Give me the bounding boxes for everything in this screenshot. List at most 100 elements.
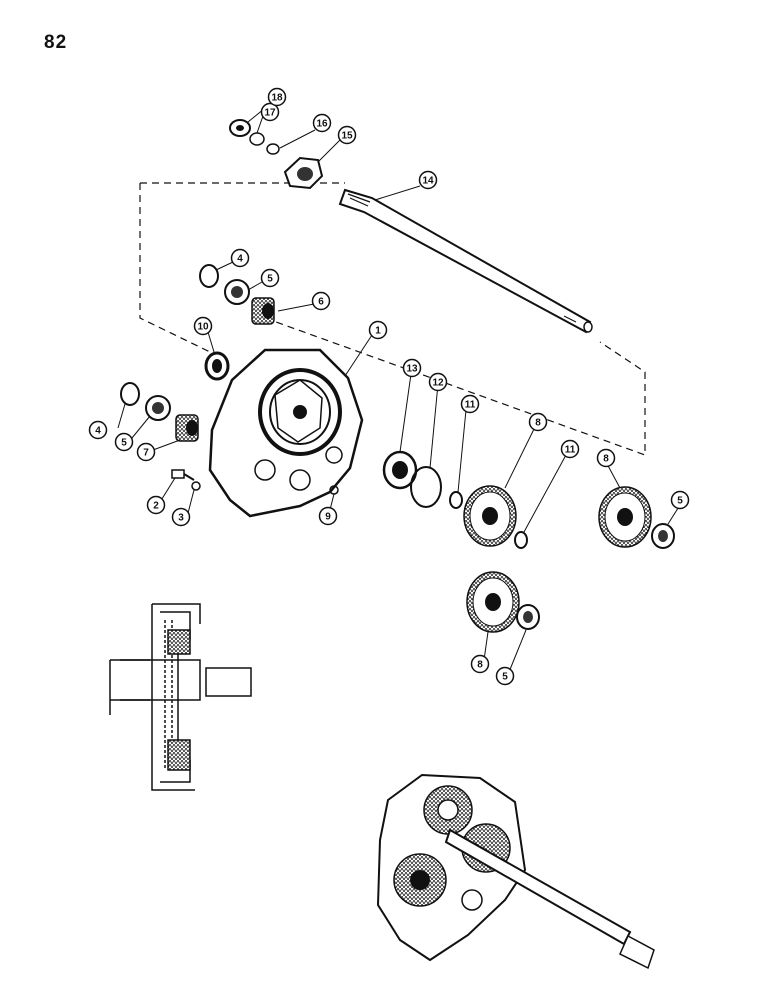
callout-c15: 15 (337, 125, 357, 145)
callout-c11a: 11 (460, 394, 480, 414)
callout-c11b: 11 (560, 439, 580, 459)
callout-c12: 12 (428, 372, 448, 392)
callout-number: 9 (325, 512, 331, 523)
callout-c8b: 8 (596, 448, 616, 468)
bearing-icon (224, 279, 250, 305)
callout-c9: 9 (318, 506, 338, 526)
snap-ring-icon (410, 466, 442, 508)
washer-icon (249, 132, 265, 146)
callout-c1: 1 (368, 320, 388, 340)
callout-number: 8 (535, 418, 541, 429)
assembled-gearbox-view (376, 773, 655, 970)
callout-c14: 14 (418, 170, 438, 190)
callout-circle (114, 432, 134, 452)
callout-number: 4 (237, 254, 243, 265)
callout-c10: 10 (193, 316, 213, 336)
snap-ring-icon (514, 531, 528, 549)
callout-circle (495, 666, 515, 686)
nut-icon (229, 119, 251, 137)
callout-c13: 13 (402, 358, 422, 378)
snap-ring-icon (266, 143, 280, 155)
spur-gear-icon (466, 571, 520, 633)
callout-c5b: 5 (114, 432, 134, 452)
callout-number: 15 (341, 131, 353, 142)
callout-number: 18 (271, 93, 283, 104)
callout-number: 5 (267, 274, 273, 285)
callout-circle (230, 248, 250, 268)
callout-number: 5 (121, 438, 127, 449)
callout-circle (136, 442, 156, 462)
bearing-icon (516, 604, 540, 630)
spur-gear-icon (598, 486, 652, 548)
callout-c4a: 4 (230, 248, 250, 268)
output-shaft-icon (338, 188, 593, 334)
callout-number: 10 (197, 322, 209, 333)
callout-circle (418, 170, 438, 190)
callout-number: 16 (316, 119, 328, 130)
bolt-icon (171, 469, 195, 481)
callout-circle (260, 268, 280, 288)
bearing-icon (382, 450, 418, 490)
callout-circle (311, 291, 331, 311)
callout-c8a: 8 (528, 412, 548, 432)
callout-circle (193, 316, 213, 336)
callout-circle (260, 102, 280, 122)
callout-c8c: 8 (470, 654, 490, 674)
callout-circle (470, 654, 490, 674)
cross-section-view (109, 603, 252, 791)
bearing-icon (145, 395, 171, 421)
callout-circle (88, 420, 108, 440)
callout-number: 7 (143, 448, 149, 459)
callout-c6: 6 (311, 291, 331, 311)
callout-number: 4 (95, 426, 101, 437)
callout-number: 11 (465, 400, 476, 411)
retaining-ring-icon (120, 382, 140, 406)
callout-number: 1 (375, 326, 381, 337)
callout-circle (560, 439, 580, 459)
callout-c18: 18 (267, 87, 287, 107)
lock-washer-icon (191, 481, 201, 491)
leader-lines (117, 103, 681, 673)
callout-c2: 2 (146, 495, 166, 515)
yoke-icon (283, 156, 324, 190)
callout-number: 6 (318, 297, 324, 308)
callout-number: 8 (477, 660, 483, 671)
callout-number: 17 (264, 108, 276, 119)
callout-circle (312, 113, 332, 133)
callout-number: 11 (565, 445, 576, 456)
callout-circle (146, 495, 166, 515)
callout-circle (171, 507, 191, 527)
callout-number: 5 (502, 672, 508, 683)
callout-number: 2 (153, 501, 159, 512)
callout-c16: 16 (312, 113, 332, 133)
callout-c5c: 5 (495, 666, 515, 686)
callout-circle (528, 412, 548, 432)
pinion-gear-icon (251, 297, 275, 325)
callout-circle (460, 394, 480, 414)
callout-circle (337, 125, 357, 145)
page-number: 82 (44, 32, 68, 53)
callout-c5d: 5 (670, 490, 690, 510)
pinion-gear-icon (175, 414, 199, 442)
callout-number: 5 (677, 496, 683, 507)
callout-number: 13 (406, 364, 418, 375)
snap-ring-icon (449, 491, 463, 509)
retaining-ring-icon (199, 264, 219, 288)
callout-circle (402, 358, 422, 378)
callout-c3: 3 (171, 507, 191, 527)
callout-circle (368, 320, 388, 340)
spur-gear-icon (463, 485, 517, 547)
callout-number: 14 (422, 176, 434, 187)
oil-seal-icon (204, 351, 230, 381)
gear-housing-icon (208, 348, 364, 518)
callout-number: 12 (432, 378, 444, 389)
callout-number: 3 (178, 513, 184, 524)
callout-circle (670, 490, 690, 510)
callout-circle (318, 506, 338, 526)
callout-circle (267, 87, 287, 107)
bearing-icon (651, 523, 675, 549)
callout-circle (428, 372, 448, 392)
callout-c17: 17 (260, 102, 280, 122)
